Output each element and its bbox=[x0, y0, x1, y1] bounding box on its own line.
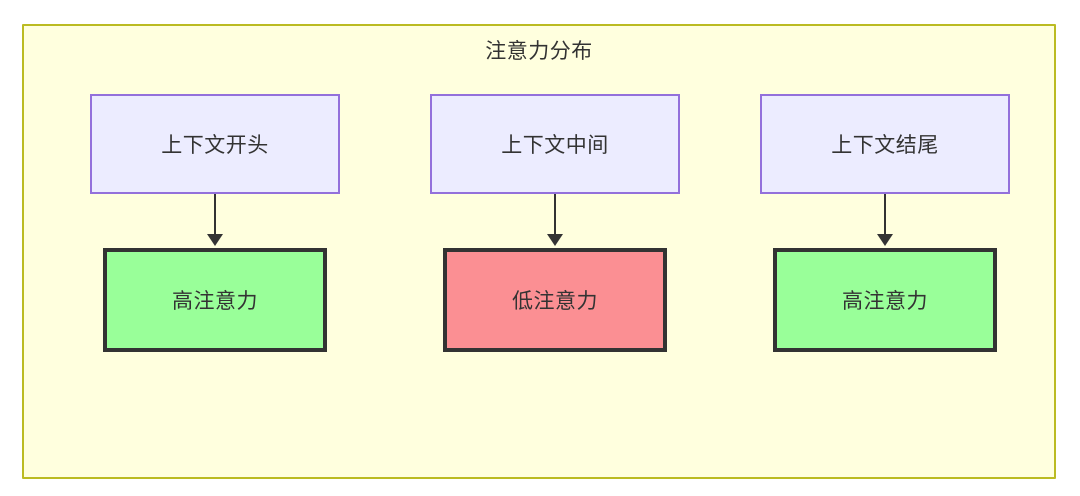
subgraph-title: 注意力分布 bbox=[485, 40, 593, 63]
node-high-attention-end[interactable]: 高注意力 bbox=[773, 248, 997, 352]
node-high-attention-start-label: 高注意力 bbox=[172, 290, 258, 313]
edge-line-2 bbox=[554, 194, 556, 240]
edge-arrowhead-2 bbox=[547, 234, 563, 246]
node-low-attention-middle-label: 低注意力 bbox=[512, 290, 598, 313]
node-context-start[interactable]: 上下文开头 bbox=[90, 94, 340, 194]
node-high-attention-end-label: 高注意力 bbox=[842, 290, 928, 313]
node-context-end-label: 上下文结尾 bbox=[831, 134, 939, 157]
node-context-middle-label: 上下文中间 bbox=[501, 134, 609, 157]
node-high-attention-start[interactable]: 高注意力 bbox=[103, 248, 327, 352]
node-context-middle[interactable]: 上下文中间 bbox=[430, 94, 680, 194]
edge-line-1 bbox=[214, 194, 216, 240]
node-context-end[interactable]: 上下文结尾 bbox=[760, 94, 1010, 194]
edge-line-3 bbox=[884, 194, 886, 240]
node-low-attention-middle[interactable]: 低注意力 bbox=[443, 248, 667, 352]
node-context-start-label: 上下文开头 bbox=[161, 134, 269, 157]
edge-arrowhead-3 bbox=[877, 234, 893, 246]
attention-distribution-subgraph: 注意力分布 上下文开头 高注意力 上下文中间 低注意力 上下文结尾 高注意力 bbox=[22, 24, 1056, 479]
edge-arrowhead-1 bbox=[207, 234, 223, 246]
